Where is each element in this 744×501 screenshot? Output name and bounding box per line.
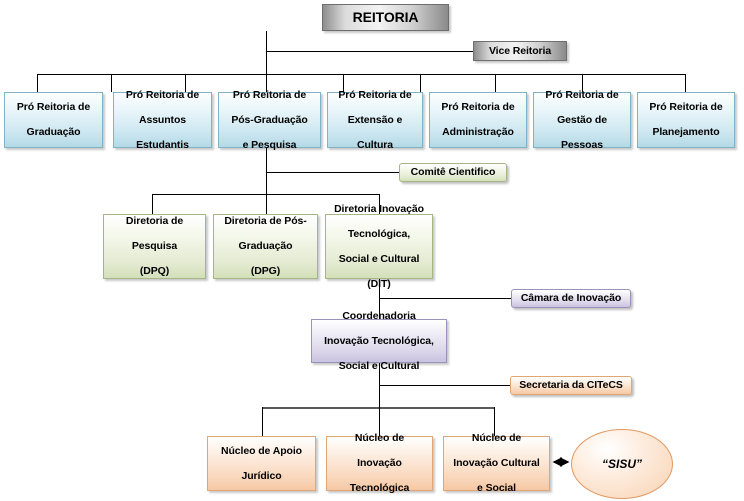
node-pro-reitoria-gestao-pessoas[interactable]: Pró Reitoria de Gestão de Pessoas	[533, 89, 631, 151]
connector-leg-pr-7	[685, 74, 686, 92]
node-diretoria-pesquisa[interactable]: Diretoria de Pesquisa (DPQ)	[103, 214, 206, 279]
node-label: Diretoria de Pesquisa (DPQ)	[125, 215, 184, 278]
connector-leg-dir-1	[152, 194, 153, 214]
connector-leg-nuc-1	[262, 407, 263, 436]
node-label: Pró Reitoria de Planejamento	[649, 101, 723, 139]
connector-leg-pr-6b	[582, 74, 583, 92]
node-label: Diretoria de Pós- Graduação (DPG)	[224, 215, 307, 278]
connector-leg-pr-5	[343, 74, 344, 92]
node-secretaria-citecs[interactable]: Secretaria da CITeCS	[510, 376, 632, 395]
connector-dit-stem	[379, 279, 380, 319]
node-nucleo-inovacao-cultural-social[interactable]: Núcleo de Inovação Cultural e Social	[443, 432, 550, 494]
connector-leg-dir-2	[266, 194, 267, 214]
node-reitoria-label: REITORIA	[352, 9, 419, 26]
connector-comite	[266, 172, 399, 173]
node-label: Coordenadoria Inovação Tecnológica, Soci…	[324, 309, 434, 372]
node-vice-reitoria[interactable]: Vice Reitoria	[473, 41, 567, 61]
node-nucleo-inovacao-tecnologica[interactable]: Núcleo de Inovação Tecnológica	[326, 432, 433, 494]
node-sisu-label: “SISU”	[601, 457, 642, 471]
node-label: Núcleo de Inovação Tecnológica	[349, 432, 410, 495]
node-label: Núcleo de Apoio Jurídico	[221, 444, 302, 482]
node-label: Pró Reitoria de Assuntos Estudantis	[125, 88, 200, 151]
node-sisu[interactable]: “SISU”	[571, 429, 673, 499]
connector-leg-pr-4	[266, 74, 267, 92]
connector-leg-pr-5b	[495, 74, 496, 92]
node-pro-reitoria-assuntos-estudantis[interactable]: Pró Reitoria de Assuntos Estudantis	[113, 89, 212, 151]
node-label: Pró Reitoria de Pós-Graduação e Pesquisa	[231, 88, 308, 151]
node-label: Pró Reitoria de Gestão de Pessoas	[545, 88, 619, 151]
node-diretoria-pos-graduacao[interactable]: Diretoria de Pós- Graduação (DPG)	[213, 214, 318, 279]
node-label: Pró Reitoria de Extensão e Cultura	[338, 88, 412, 151]
node-label: Diretoria Inovação Tecnológica, Social e…	[334, 202, 424, 290]
node-label: Pró Reitoria de Administração	[441, 101, 515, 139]
connector-leg-nuc-3	[494, 407, 495, 436]
node-camara-inovacao-label: Câmara de Inovação	[520, 292, 622, 305]
node-diretoria-inovacao-dit[interactable]: Diretoria Inovação Tecnológica, Social e…	[325, 203, 433, 290]
node-pro-reitoria-administracao[interactable]: Pró Reitoria de Administração	[429, 92, 527, 148]
node-pro-reitoria-extensao-cultura[interactable]: Pró Reitoria de Extensão e Cultura	[327, 89, 423, 151]
connector-secretaria	[379, 385, 510, 386]
connector-leg-pr-6	[420, 74, 421, 92]
connector-vice-reitoria	[266, 51, 473, 52]
connector-leg-pr-2	[111, 74, 112, 92]
node-comite-cientifico-label: Comitê Cientifico	[410, 166, 496, 179]
connector-leg-dir-3	[379, 194, 380, 214]
connector-leg-pr-1	[37, 74, 38, 92]
node-coordenadoria-citecs[interactable]: Coordenadoria Inovação Tecnológica, Soci…	[311, 310, 447, 372]
node-reitoria[interactable]: REITORIA	[322, 4, 449, 31]
node-secretaria-citecs-label: Secretaria da CITeCS	[519, 379, 623, 392]
node-label: Pró Reitoria de Graduação	[16, 101, 91, 139]
node-pro-reitoria-graduacao[interactable]: Pró Reitoria de Graduação	[4, 92, 103, 148]
connector-nucleo-bus	[262, 407, 495, 409]
connector-leg-nuc-2	[379, 407, 380, 436]
node-camara-inovacao[interactable]: Câmara de Inovação	[511, 289, 631, 308]
connector-reitoria-stem	[266, 31, 267, 74]
connector-diretoria-bus	[152, 194, 379, 195]
node-nucleo-apoio-juridico[interactable]: Núcleo de Apoio Jurídico	[207, 436, 316, 491]
node-label: Núcleo de Inovação Cultural e Social	[453, 432, 540, 495]
connector-camara	[379, 298, 511, 299]
connector-leg-pr-3	[185, 74, 186, 92]
node-pro-reitoria-planejamento[interactable]: Pró Reitoria de Planejamento	[637, 92, 735, 148]
node-comite-cientifico[interactable]: Comitê Cientifico	[399, 163, 507, 182]
double-arrow-icon	[552, 457, 570, 467]
connector-pos-graduacao-stem	[266, 148, 267, 194]
node-vice-reitoria-label: Vice Reitoria	[488, 44, 552, 57]
node-pro-reitoria-pos-graduacao-pesquisa[interactable]: Pró Reitoria de Pós-Graduação e Pesquisa	[218, 89, 321, 151]
connector-pro-reitoria-bus	[37, 74, 685, 75]
